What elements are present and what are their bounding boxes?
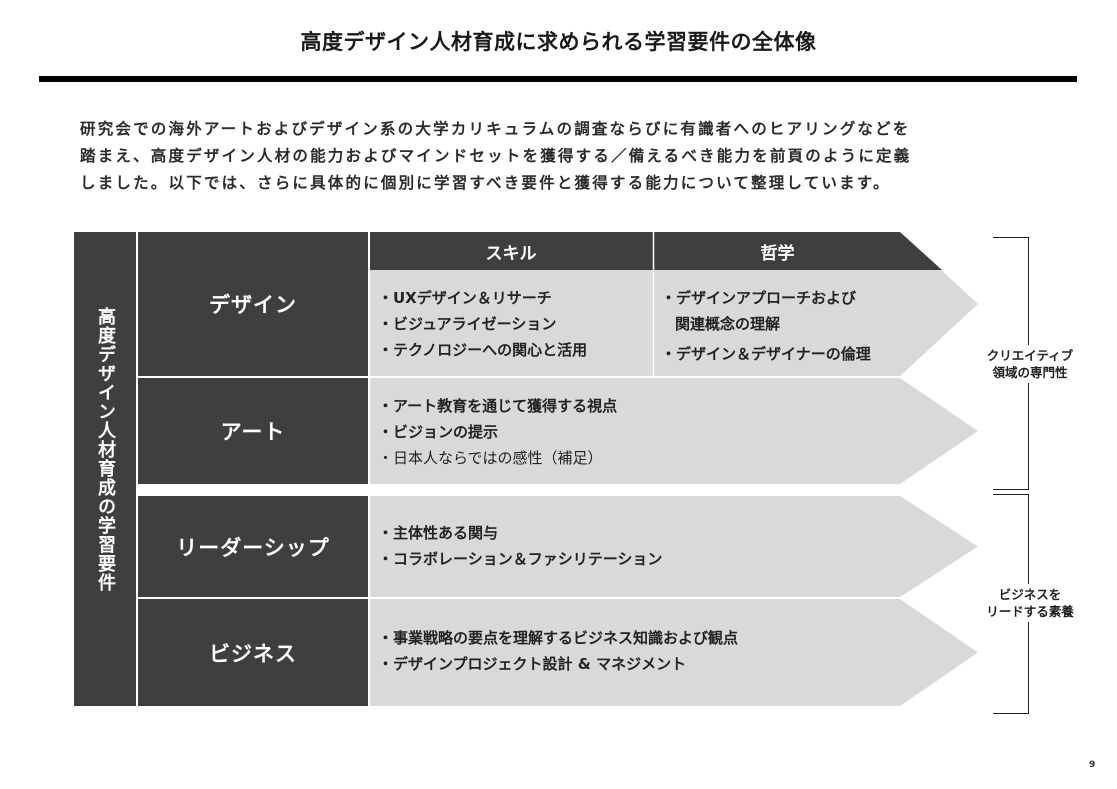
page-number: 9 [1089, 760, 1096, 770]
category-art: アート [138, 378, 368, 484]
group-label-line: ビジネスを [998, 587, 1062, 602]
intro-paragraph: 研究会での海外アートおよびデザイン系の大学カリキュラムの調査ならびに有識者へのヒ… [80, 116, 1040, 197]
group-label-line: 領域の専門性 [992, 365, 1068, 380]
creative-group-label: クリエイティブ 領域の専門性 [975, 345, 1085, 383]
business-row-arrow [370, 599, 978, 706]
business-group-label: ビジネスを リードする素養 [975, 584, 1085, 622]
list-item: ・ビジョンの提示 [378, 423, 499, 441]
title-rule-divider [39, 76, 1077, 82]
list-item: ・主体性ある関与 [378, 524, 499, 542]
list-item: ・ビジュアライゼーション [378, 315, 557, 333]
list-item: ・デザイン＆デザイナーの倫理 [661, 345, 871, 363]
design-philosophy-list: ・デザインアプローチおよび 関連概念の理解 ・デザイン＆デザイナーの倫理 [661, 285, 871, 367]
page-title: 高度デザイン人材育成に求められる学習要件の全体像 [300, 30, 817, 54]
side-label-text: 高度デザイン人材育成の学習要件 [95, 306, 116, 592]
business-list: ・事業戦略の要点を理解するビジネス知識および観点 ・デザインプロジェクト設計 &… [378, 625, 738, 677]
list-item: ・日本人ならではの感性（補足） [378, 449, 603, 467]
category-design: デザイン [138, 232, 368, 376]
list-item: ・デザインアプローチおよび [661, 289, 857, 307]
list-item-continuation: 関連概念の理解 [675, 315, 781, 333]
intro-line: しました。以下では、さらに具体的に個別に学習すべき要件と獲得する能力について整理… [80, 174, 891, 192]
group-label-line: リードする素養 [986, 604, 1074, 619]
learning-requirements-side-label: 高度デザイン人材育成の学習要件 [74, 232, 136, 706]
art-row-arrow [370, 378, 978, 484]
group-label-line: クリエイティブ [986, 348, 1074, 363]
column-header-philosophy: 哲学 [760, 243, 795, 264]
list-item: ・デザインプロジェクト設計 & マネジメント [378, 655, 687, 673]
category-business: ビジネス [138, 599, 368, 706]
intro-line: 研究会での海外アートおよびデザイン系の大学カリキュラムの調査ならびに有識者へのヒ… [80, 120, 911, 138]
column-header-skill: スキル [485, 243, 537, 264]
leadership-list: ・主体性ある関与 ・コラボレーション＆ファシリテーション [378, 520, 662, 572]
list-item: ・アート教育を通じて獲得する視点 [378, 397, 618, 415]
list-item: ・UXデザイン＆リサーチ [378, 289, 552, 307]
list-item: ・事業戦略の要点を理解するビジネス知識および観点 [378, 629, 739, 647]
header-dark-arrow [370, 232, 942, 270]
design-skill-list: ・UXデザイン＆リサーチ ・ビジュアライゼーション ・テクノロジーへの関心と活用 [378, 285, 587, 363]
leadership-row-arrow [370, 496, 978, 597]
intro-line: 踏まえ、高度デザイン人材の能力およびマインドセットを獲得する／備えるべき能力を前… [80, 147, 912, 165]
list-item: ・コラボレーション＆ファシリテーション [378, 550, 663, 568]
art-list: ・アート教育を通じて獲得する視点 ・ビジョンの提示 ・日本人ならではの感性（補足… [378, 393, 617, 471]
list-item: ・テクノロジーへの関心と活用 [378, 341, 588, 359]
category-leadership: リーダーシップ [138, 496, 368, 597]
